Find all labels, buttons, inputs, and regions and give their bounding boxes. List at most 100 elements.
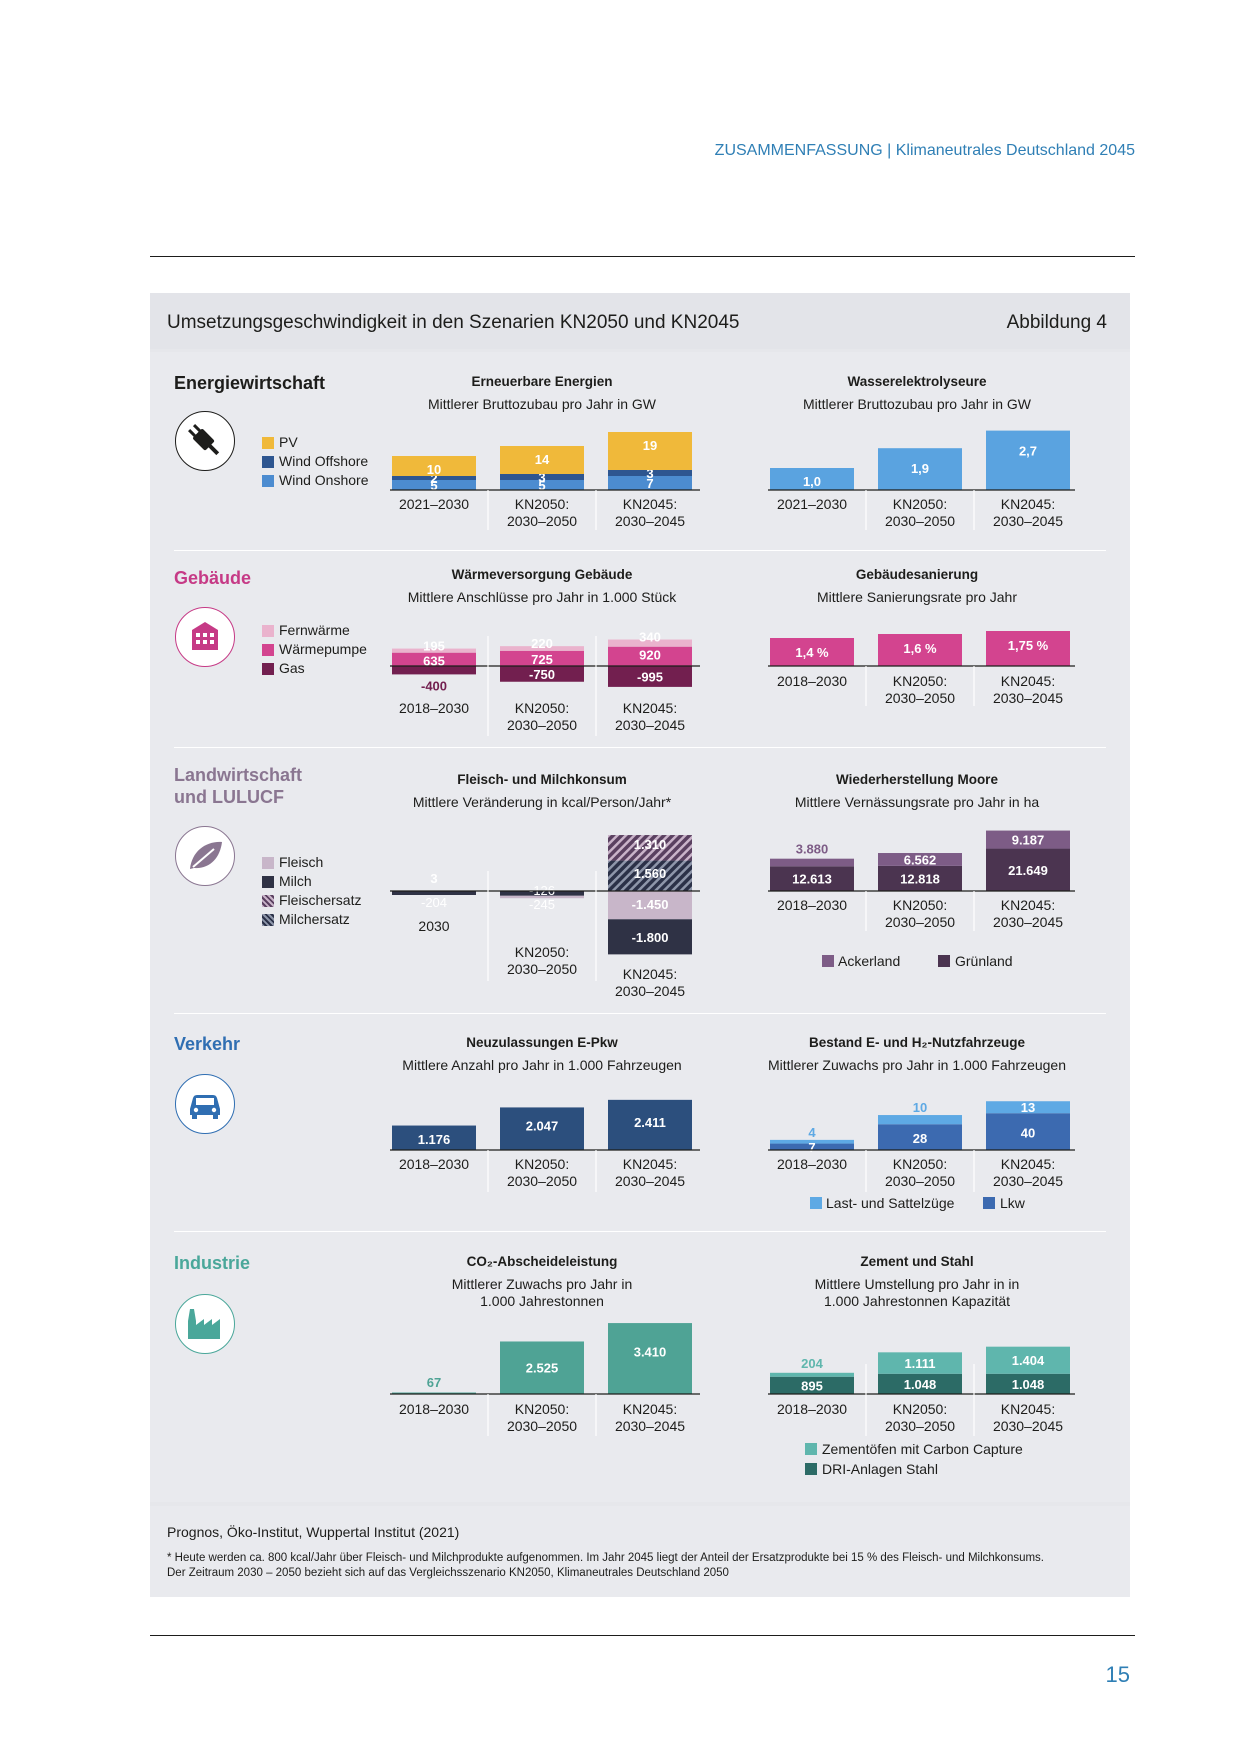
- bar-segment: [770, 858, 854, 867]
- legend-label: Fernwärme: [279, 622, 350, 638]
- legend-label: Wärmepumpe: [279, 641, 367, 657]
- bar-segment: [608, 646, 692, 666]
- legend-item: Wind Onshore: [262, 471, 368, 490]
- bar-value-label: 220: [531, 636, 553, 651]
- bar-value-label: 14: [535, 452, 550, 467]
- footer-area: [150, 1506, 1130, 1597]
- legend-label: Fleischersatz: [279, 892, 362, 908]
- bar-segment: [608, 919, 692, 955]
- bar-value-label: -204: [421, 895, 447, 910]
- legend-label: Grünland: [955, 953, 1013, 969]
- bar-segment: [500, 446, 584, 474]
- category-label: KN2045:2030–2045: [615, 496, 685, 529]
- factory-icon: [175, 1294, 235, 1354]
- bar-value-label: -995: [637, 669, 663, 684]
- category-label: KN2050:2030–2050: [885, 1156, 955, 1189]
- figure-label: Abbildung 4: [1006, 312, 1107, 333]
- chart-subtitle: Mittlere Anschlüsse pro Jahr in 1.000 St…: [408, 589, 677, 605]
- bar-value-label: 2.525: [526, 1361, 559, 1376]
- legend-item: PV: [262, 433, 368, 452]
- bar-segment: [770, 1376, 854, 1394]
- bar-segment: [878, 853, 962, 866]
- bar-value-label: 1,0: [803, 474, 821, 489]
- chart-subtitle: Mittlere Vernässungsrate pro Jahr in ha: [795, 794, 1040, 810]
- legend-label: DRI-Anlagen Stahl: [822, 1461, 938, 1477]
- plug-icon: [175, 411, 235, 471]
- category-label: 2021–2030: [399, 496, 469, 512]
- bar-segment: [770, 1143, 854, 1150]
- category-label: 2018–2030: [399, 1156, 469, 1172]
- bar-value-label: 1.310: [634, 837, 667, 852]
- running-header: ZUSAMMENFASSUNG | Klimaneutrales Deutsch…: [714, 142, 1135, 159]
- footnote: * Heute werden ca. 800 kcal/Jahr über Fl…: [167, 1552, 1045, 1579]
- legend-swatch: [805, 1463, 817, 1475]
- category-label: 2018–2030: [777, 1401, 847, 1417]
- bar-segment: [608, 891, 692, 920]
- category-label: KN2050:2030–2050: [507, 1156, 577, 1189]
- legend-item: Fernwärme: [262, 621, 367, 640]
- category-label: KN2045:2030–2045: [993, 1156, 1063, 1189]
- legend-landwirtschaft: Fleisch Milch Fleischersatz Milchersatz: [262, 853, 361, 929]
- bar: [608, 1323, 692, 1394]
- bar-segment: [770, 866, 854, 891]
- legend-swatch: [262, 474, 274, 487]
- bar-value-label: 28: [913, 1131, 927, 1146]
- legend-item: Fleischersatz: [262, 891, 361, 910]
- bar-value-label: 2.411: [634, 1115, 666, 1130]
- bar-segment: [392, 891, 476, 895]
- category-label: 2018–2030: [777, 1156, 847, 1172]
- chart-subtitle: Mittlerer Bruttozubau pro Jahr in GW: [428, 396, 657, 412]
- category-label: KN2045:2030–2045: [615, 1401, 685, 1434]
- chart-title: Wärmeversorgung Gebäude: [452, 567, 633, 582]
- bar: [770, 638, 854, 666]
- bar-segment: [986, 830, 1070, 849]
- legend-swatch: [262, 455, 274, 468]
- bar-value-label: -1.450: [632, 897, 669, 912]
- bar-value-label: 3: [430, 871, 437, 886]
- page-number: 15: [1105, 1662, 1130, 1687]
- category-label: KN2045:2030–2045: [615, 700, 685, 733]
- chart-title: Bestand E- und H₂-Nutzfahrzeuge: [809, 1035, 1025, 1050]
- chart-title: Wasserelektrolyseure: [847, 374, 987, 389]
- legend-item: Gas: [262, 659, 367, 678]
- category-label: KN2050:2030–2050: [507, 1401, 577, 1434]
- legend-swatch: [938, 955, 950, 967]
- legend-label: PV: [279, 434, 298, 450]
- legend-label: Gas: [279, 660, 305, 676]
- bottom-rule: [150, 1635, 1135, 1636]
- bar-value-label: 1,4 %: [795, 645, 829, 660]
- bar-value-label: 12.818: [900, 871, 940, 886]
- legend-swatch: [262, 875, 274, 888]
- bar-segment: [986, 848, 1070, 891]
- building-icon: [175, 607, 235, 667]
- category-label: KN2050:2030–2050: [885, 496, 955, 529]
- bar-value-label: 3: [538, 470, 545, 485]
- bar-segment: [500, 474, 584, 480]
- chart-title: Neuzulassungen E-Pkw: [466, 1035, 618, 1050]
- legend-swatch: [822, 955, 834, 967]
- legend-label: Last- und Sattelzüge: [826, 1195, 955, 1211]
- top-rule: [150, 256, 1135, 257]
- chart-subtitle: Mittlerer Bruttozubau pro Jahr in GW: [803, 396, 1032, 412]
- bar-value-label: 2.047: [526, 1119, 559, 1134]
- bar-segment: [392, 666, 476, 675]
- bar-value-label: 13: [1021, 1100, 1035, 1115]
- bar-segment: [608, 666, 692, 687]
- bar-value-label: 4: [808, 1125, 816, 1140]
- bar-segment: [770, 1372, 854, 1377]
- leaf-icon: [175, 826, 235, 886]
- category-label: 2021–2030: [777, 496, 847, 512]
- legend-energie: PV Wind Offshore Wind Onshore: [262, 433, 368, 490]
- category-label: 2018–2030: [777, 673, 847, 689]
- bar-value-label: 195: [423, 639, 445, 654]
- bar-value-label: 1.176: [418, 1132, 451, 1147]
- bar-value-label: 7: [808, 1140, 815, 1155]
- section-title-verkehr: Verkehr: [174, 1034, 241, 1054]
- bar-segment: [500, 891, 584, 896]
- bar-value-label: -400: [421, 678, 447, 693]
- legend-label: Zementöfen mit Carbon Capture: [822, 1441, 1023, 1457]
- bar-value-label: 1,9: [911, 461, 929, 476]
- legend-swatch: [983, 1197, 995, 1209]
- bar-segment: [608, 860, 692, 891]
- section-title-industrie: Industrie: [174, 1253, 251, 1273]
